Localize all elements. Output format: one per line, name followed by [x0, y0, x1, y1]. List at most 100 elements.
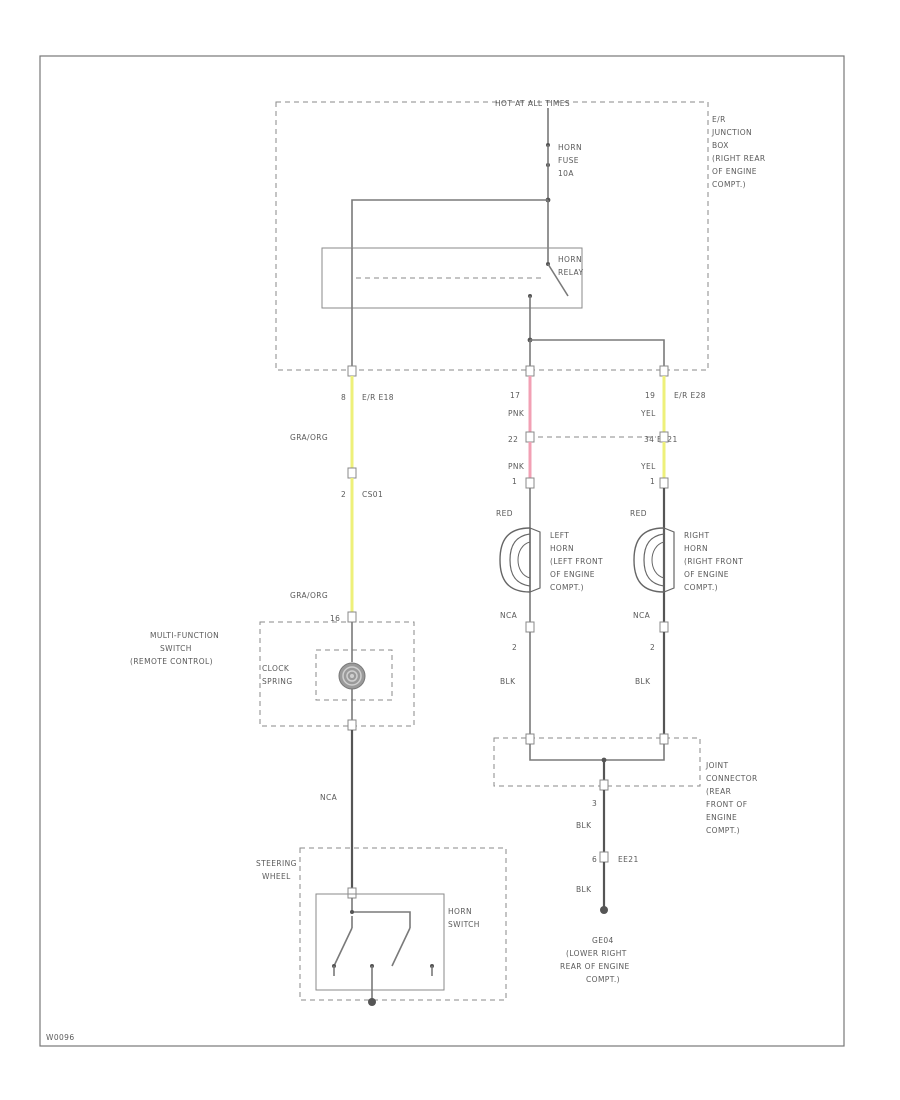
svg-text:COMPT.): COMPT.): [712, 180, 746, 189]
svg-text:ENGINE: ENGINE: [706, 813, 737, 822]
svg-text:OF ENGINE: OF ENGINE: [684, 570, 729, 579]
wire-red-right-label: RED: [630, 509, 647, 518]
svg-text:SWITCH: SWITCH: [160, 644, 192, 653]
svg-text:COMPT.): COMPT.): [550, 583, 584, 592]
wire-yel-label-1: YEL: [640, 409, 656, 418]
svg-text:FUSE: FUSE: [558, 156, 579, 165]
horn-switch-box: [315, 893, 445, 991]
er-pin-mid: 17: [510, 391, 520, 400]
steering-wheel-label: STEERING WHEEL: [256, 859, 297, 881]
svg-text:CLOCK: CLOCK: [262, 664, 290, 673]
svg-text:RIGHT: RIGHT: [684, 531, 709, 540]
wire-blk-3-label: BLK: [576, 821, 592, 830]
relay-coil-feed-wire: [351, 199, 548, 248]
svg-text:RELAY: RELAY: [558, 268, 583, 277]
steering-wheel-outline: [299, 847, 507, 1001]
svg-text:BOX: BOX: [712, 141, 729, 150]
svg-text:(LOWER RIGHT: (LOWER RIGHT: [566, 949, 627, 958]
left-horn-ground-connector: [525, 621, 535, 633]
er-connector-left-label: E/R E18: [362, 393, 394, 402]
svg-text:JOINT: JOINT: [705, 761, 729, 770]
svg-text:COMPT.): COMPT.): [706, 826, 740, 835]
ee21-ground-connector-label: EE21: [618, 855, 639, 864]
junction-box-outline: [275, 101, 709, 371]
ee21-connector-right: [659, 431, 669, 443]
wire-gra-org-label-1: GRA/ORG: [290, 433, 328, 442]
horn-switch-connector: [347, 887, 357, 899]
joint-connector-bus: [529, 744, 665, 761]
joint-connector-label: JOINT CONNECTOR (REAR FRONT OF ENGINE CO…: [705, 761, 757, 835]
svg-text:COMPT.): COMPT.): [586, 975, 620, 984]
svg-text:(REMOTE CONTROL): (REMOTE CONTROL): [130, 657, 213, 666]
er-connector-left: [347, 365, 357, 377]
left-horn-pin2: 2: [512, 643, 517, 652]
mfs-pin-label: 16: [330, 614, 340, 623]
relay-switch-blade: [547, 263, 569, 297]
jc-pin-label: 3: [592, 799, 597, 808]
svg-text:STEERING: STEERING: [256, 859, 297, 868]
joint-connector-outline: [493, 737, 701, 787]
er-connector-right: [659, 365, 669, 377]
multifunction-switch-outline: [259, 621, 415, 727]
mfs-output-connector: [347, 719, 357, 731]
multifunction-switch-label: MULTI-FUNCTION SWITCH (REMOTE CONTROL): [130, 631, 219, 666]
svg-text:10A: 10A: [558, 169, 574, 178]
horn-switch-icon: [332, 898, 434, 1006]
diagram-frame: [39, 55, 845, 1047]
wire-nca-left-label: NCA: [500, 611, 518, 620]
figure-id: W0096: [46, 1033, 75, 1042]
hot-at-all-times-label: HOT AT ALL TIMES: [495, 99, 570, 108]
svg-text:REAR OF ENGINE: REAR OF ENGINE: [560, 962, 630, 971]
svg-text:COMPT.): COMPT.): [684, 583, 718, 592]
svg-text:OF ENGINE: OF ENGINE: [712, 167, 757, 176]
svg-text:HORN: HORN: [558, 143, 582, 152]
svg-text:SPRING: SPRING: [262, 677, 293, 686]
clock-spring-label: CLOCK SPRING: [262, 664, 293, 686]
er-pin-left: 8: [341, 393, 346, 402]
er-connector-right-label: E/R E28: [674, 391, 706, 400]
ground-point-icon: [600, 906, 608, 914]
right-horn-connector: [659, 477, 669, 489]
horn-fuse-label: HORN FUSE 10A: [558, 143, 582, 178]
left-horn-connector: [525, 477, 535, 489]
ee21-connector-mid: [525, 431, 535, 443]
right-horn-pin: 1: [650, 477, 655, 486]
wire-pnk-label-2: PNK: [508, 462, 525, 471]
svg-text:FRONT OF: FRONT OF: [706, 800, 747, 809]
ee21-ground-connector: [599, 851, 609, 863]
wire-pnk-label-1: PNK: [508, 409, 525, 418]
svg-text:OF ENGINE: OF ENGINE: [550, 570, 595, 579]
wire-nca-switch-label: NCA: [320, 793, 338, 802]
svg-text:MULTI-FUNCTION: MULTI-FUNCTION: [150, 631, 219, 640]
cs01-pin: 2: [341, 490, 346, 499]
svg-text:HORN: HORN: [550, 544, 574, 553]
joint-connector-right-pin: [659, 733, 669, 745]
mfs-connector: [347, 611, 357, 623]
right-horn-ground-connector: [659, 621, 669, 633]
svg-text:HORN: HORN: [558, 255, 582, 264]
svg-text:GE04: GE04: [592, 936, 614, 945]
horn-relay-label: HORN RELAY: [558, 255, 583, 277]
left-horn-icon: [499, 488, 541, 622]
clock-spring-outline: [315, 649, 393, 701]
wire-yel-label-2: YEL: [640, 462, 656, 471]
right-horn-pin2: 2: [650, 643, 655, 652]
right-horn-icon: [633, 488, 675, 622]
junction-box-label: E/R JUNCTION BOX (RIGHT REAR OF ENGINE C…: [711, 115, 765, 189]
right-horn-label: RIGHT HORN (RIGHT FRONT OF ENGINE COMPT.…: [684, 531, 743, 592]
horn-switch-label: HORN SWITCH: [448, 907, 479, 929]
svg-text:(RIGHT REAR: (RIGHT REAR: [712, 154, 765, 163]
svg-text:HORN: HORN: [684, 544, 708, 553]
left-horn-label: LEFT HORN (LEFT FRONT OF ENGINE COMPT.): [550, 531, 603, 592]
wire-blk-left-label: BLK: [500, 677, 516, 686]
er-pin-right: 19: [645, 391, 655, 400]
wire-nca-right-label: NCA: [633, 611, 651, 620]
svg-text:LEFT: LEFT: [550, 531, 569, 540]
cs01-connector-label: CS01: [362, 490, 383, 499]
wire-red-left-label: RED: [496, 509, 513, 518]
svg-text:JUNCTION: JUNCTION: [711, 128, 752, 137]
left-horn-pin: 1: [512, 477, 517, 486]
horn-relay-box: [321, 247, 583, 309]
svg-text:(REAR: (REAR: [706, 787, 731, 796]
